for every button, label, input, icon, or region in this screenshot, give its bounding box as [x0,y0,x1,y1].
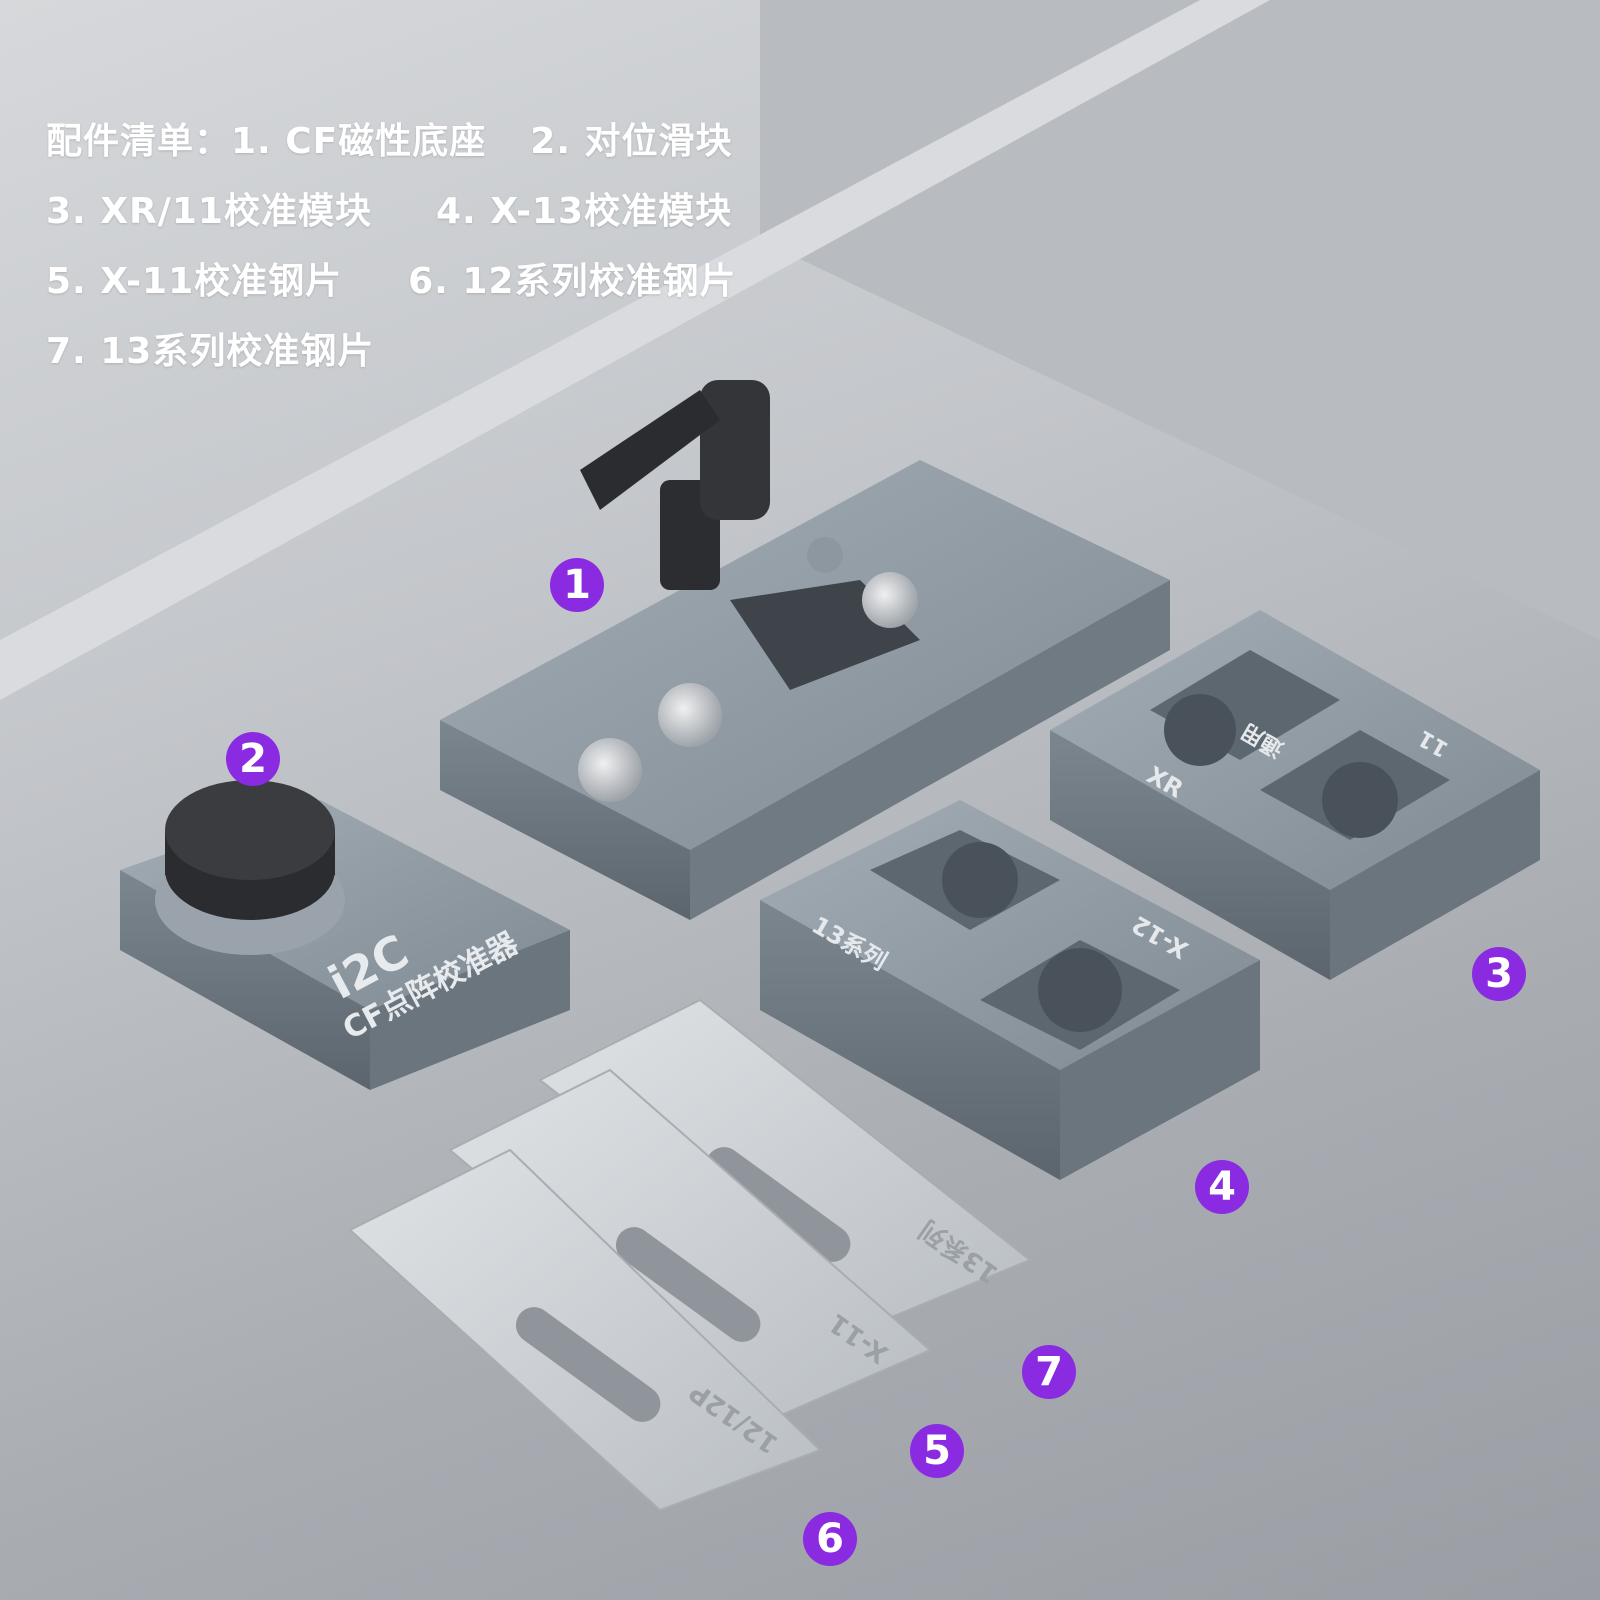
badge-4: 4 [1195,1160,1249,1214]
badge-2: 2 [226,732,280,786]
magnetic-base [440,380,1170,920]
list-item-1: 配件清单：1. CF磁性底座 [46,121,487,162]
badge-5: 5 [910,1424,964,1478]
list-item-7: 7. 13系列校准钢片 [46,331,375,372]
list-item-2: 2. 对位滑块 [530,121,733,162]
steel-plate-13-series: 13系列 [538,998,1032,1332]
badge-6: 6 [803,1512,857,1566]
accessory-list-line-2: 3. XR/11校准模块 4. X-13校准模块 [46,182,732,234]
list-item-4: 4. X-13校准模块 [435,191,733,232]
list-item-3: 3. XR/11校准模块 [46,191,372,232]
steel-plate-12-series: 12/12P [348,1148,822,1512]
badge-1: 1 [550,558,604,612]
calibration-module-x13: 13系列 X-12 [760,800,1260,1180]
accessory-list-line-3: 5. X-11校准钢片 6. 12系列校准钢片 [46,252,736,304]
accessory-list-line-4: 7. 13系列校准钢片 [46,322,374,374]
list-item-5: 5. X-11校准钢片 [46,261,343,302]
alignment-slider: i2C CF点阵校准器 [120,780,570,1090]
badge-7: 7 [1022,1345,1076,1399]
badge-3: 3 [1472,947,1526,1001]
calibration-module-xr11: XR 通用 11 [1050,610,1540,980]
shelf-edge [0,0,1270,700]
list-item-6: 6. 12系列校准钢片 [408,261,737,302]
accessory-list-line-1: 配件清单：1. CF磁性底座 2. 对位滑块 [46,112,733,164]
